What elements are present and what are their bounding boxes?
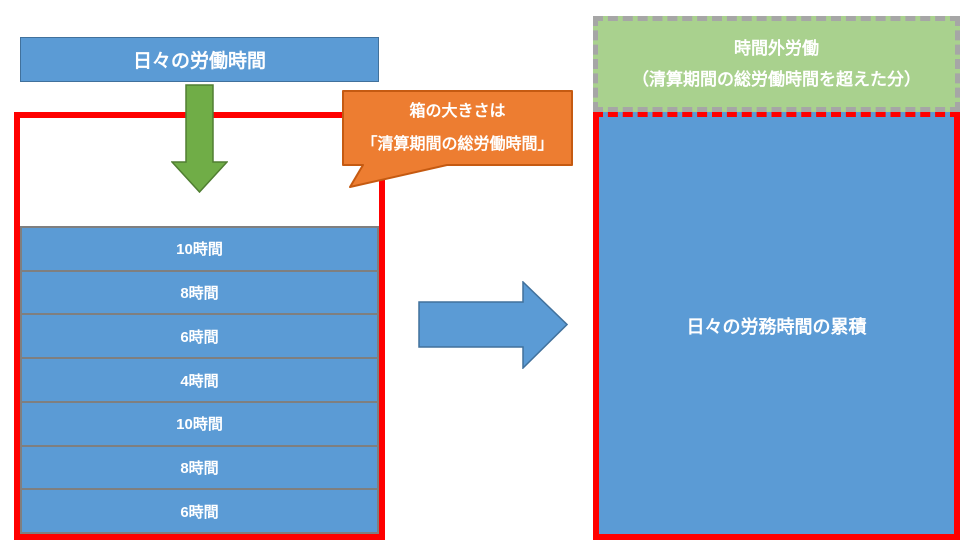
accumulation-box: 日々の労務時間の累積 — [593, 112, 960, 540]
daily-hour-bar: 10時間 — [20, 226, 379, 272]
right-arrow-icon — [418, 281, 568, 369]
daily-hour-bar: 6時間 — [20, 313, 379, 360]
overtime-line2: （清算期間の総労働時間を超えた分） — [632, 70, 921, 89]
daily-hour-bar: 6時間 — [20, 488, 379, 535]
overtime-box: 時間外労働 （清算期間の総労働時間を超えた分） — [593, 16, 960, 112]
accumulation-label: 日々の労務時間の累積 — [686, 316, 867, 337]
daily-hour-bar: 4時間 — [20, 357, 379, 403]
callout-line2: 「清算期間の総労働時間」 — [361, 136, 554, 153]
callout-text: 箱の大きさは 「清算期間の総労働時間」 — [343, 91, 572, 165]
daily-hour-bar: 10時間 — [20, 400, 379, 447]
daily-hour-bar: 8時間 — [20, 269, 379, 316]
daily-hours-header: 日々の労働時間 — [20, 37, 379, 82]
down-arrow-icon — [171, 84, 228, 194]
callout-bubble — [342, 90, 573, 188]
callout-line1: 箱の大きさは — [409, 103, 506, 120]
daily-hours-header-label: 日々の労働時間 — [132, 51, 266, 72]
overtime-line1: 時間外労働 — [734, 39, 819, 58]
daily-hour-bar: 8時間 — [20, 444, 379, 491]
